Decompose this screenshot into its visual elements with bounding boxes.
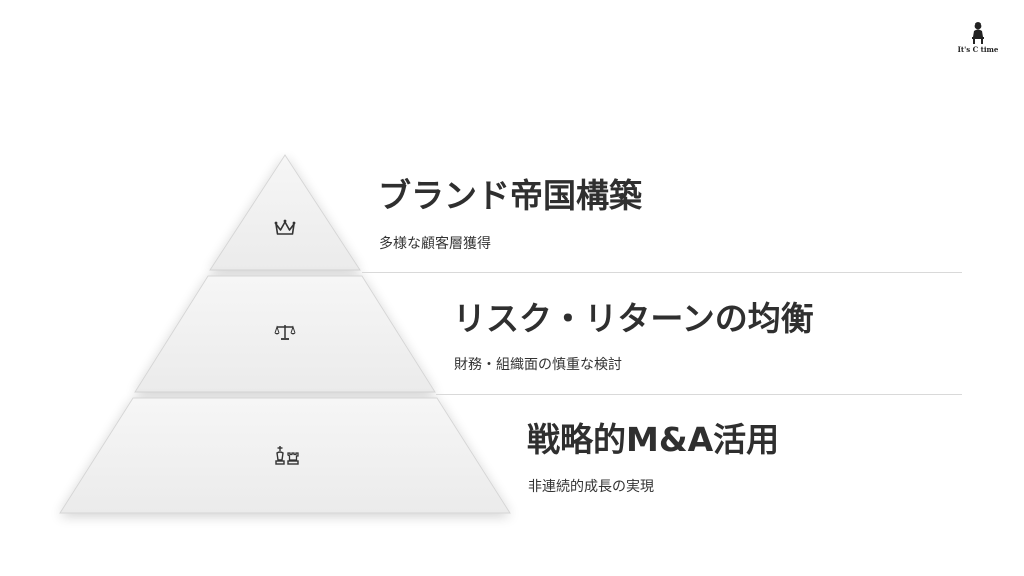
tier-3-title: 戦略的M&A活用 — [527, 420, 780, 459]
logo-text: It's C time — [957, 45, 999, 54]
tier-2-title: リスク・リターンの均衡 — [453, 299, 814, 338]
tier-3-subtitle: 非連続的成長の実現 — [528, 479, 654, 495]
divider-middle — [436, 394, 962, 395]
chess-pieces-icon — [272, 445, 300, 473]
seated-figure-icon — [972, 22, 984, 44]
tier-2-subtitle: 財務・組織面の慎重な検討 — [454, 357, 622, 373]
brand-logo: It's C time — [954, 20, 1002, 60]
divider-top — [362, 272, 962, 273]
tier-1-subtitle: 多様な顧客層獲得 — [379, 236, 491, 252]
pyramid-tier-bottom — [59, 397, 511, 514]
crown-icon — [273, 218, 297, 242]
pyramid-tier-top — [209, 154, 361, 271]
scales-icon — [273, 322, 297, 346]
tier-1-title: ブランド帝国構築 — [378, 176, 642, 215]
